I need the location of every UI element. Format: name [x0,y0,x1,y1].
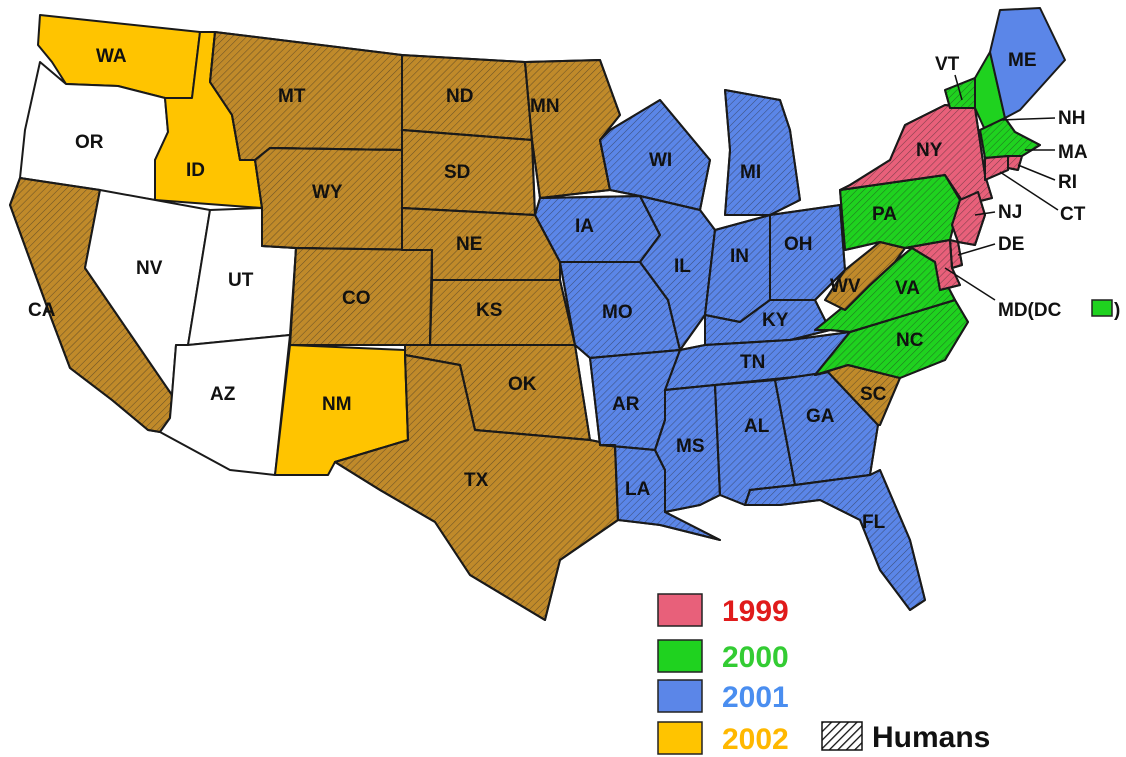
label-TN: TN [740,352,765,373]
hatch-MN [524,59,621,199]
label-RI: RI [1058,172,1077,193]
hatch-NJ [951,191,986,246]
hatch-MD [904,239,961,291]
label-WV: WV [830,276,861,297]
legend-swatch-2001 [657,679,703,713]
states-layer [9,7,1066,621]
hatch-IA [534,195,661,263]
label-MA: MA [1058,142,1088,163]
label-SC: SC [860,384,887,405]
label-WI: WI [649,150,672,171]
label-DE: DE [998,234,1024,255]
label-KS: KS [476,300,502,321]
label-UT: UT [228,270,254,291]
label-VT: VT [935,54,960,75]
legend-swatch-1999 [657,593,703,627]
label-CO: CO [342,288,371,309]
label-ND: ND [446,86,473,107]
label-MN: MN [530,96,560,117]
legend-swatch-humans [821,721,863,751]
hatch-MI [724,89,801,216]
legend-swatch-2000 [657,639,703,673]
legend-label-2001: 2001 [722,681,789,714]
legend-swatch-2002 [657,721,703,755]
label-WY: WY [312,182,343,203]
legend-label-humans: Humans [872,721,990,754]
label-MO: MO [602,302,633,323]
label-NH: NH [1058,108,1085,129]
hatch-MT [209,31,403,161]
hatch-TX [334,354,619,621]
label-KY: KY [762,310,789,331]
label-IA: IA [575,216,594,237]
leader-RI [1017,164,1056,181]
hatch-NC [814,299,969,379]
hatch-KS [429,279,576,346]
label-LA: LA [625,479,651,500]
label-AL: AL [744,416,770,437]
label-NV: NV [136,258,163,279]
label-MI: MI [740,162,761,183]
leader-NJ [974,211,996,216]
label-SD: SD [444,162,470,183]
label-ME: ME [1008,50,1037,71]
label-MD-close: ) [1114,300,1120,321]
label-GA: GA [806,406,835,427]
label-NY: NY [916,140,943,161]
label-CT: CT [1060,204,1086,225]
label-OK: OK [508,374,537,395]
label-MT: MT [278,86,306,107]
label-ID: ID [186,160,205,181]
leader-NH [999,117,1056,121]
hatch-OH [769,204,846,301]
label-IL: IL [674,256,691,277]
label-NM: NM [322,394,352,415]
label-MD: MD(DC [998,300,1062,321]
label-NJ: NJ [998,202,1022,223]
label-CA: CA [28,300,56,321]
state-AZ [159,334,291,476]
legend-label-2000: 2000 [722,641,789,674]
legend: 1999 2000 2001 2002 Humans [657,593,990,756]
dc-swatch [1091,299,1113,317]
legend-label-1999: 1999 [722,595,789,628]
leader-VT [954,74,963,101]
label-TX: TX [464,470,489,491]
label-VA: VA [895,278,920,299]
state-labels: WA OR ID CA NV UT AZ MT WY CO NM ND SD N… [28,46,1120,533]
label-OH: OH [784,234,813,255]
leader-CT [999,171,1059,211]
legend-label-2002: 2002 [722,723,789,756]
label-FL: FL [862,512,886,533]
label-MS: MS [676,436,705,457]
hatch-FL [744,469,926,611]
hatch-RI [1007,155,1023,171]
leader-DE [957,243,996,256]
label-PA: PA [872,204,897,225]
label-OR: OR [75,132,104,153]
leader-MD [944,267,996,301]
label-NE: NE [456,234,482,255]
label-AZ: AZ [210,384,236,405]
hatch-CT [984,155,1009,181]
label-IN: IN [730,246,749,267]
label-WA: WA [96,46,127,67]
leader-lines [944,74,1059,301]
label-AR: AR [612,394,640,415]
label-NC: NC [896,330,924,351]
